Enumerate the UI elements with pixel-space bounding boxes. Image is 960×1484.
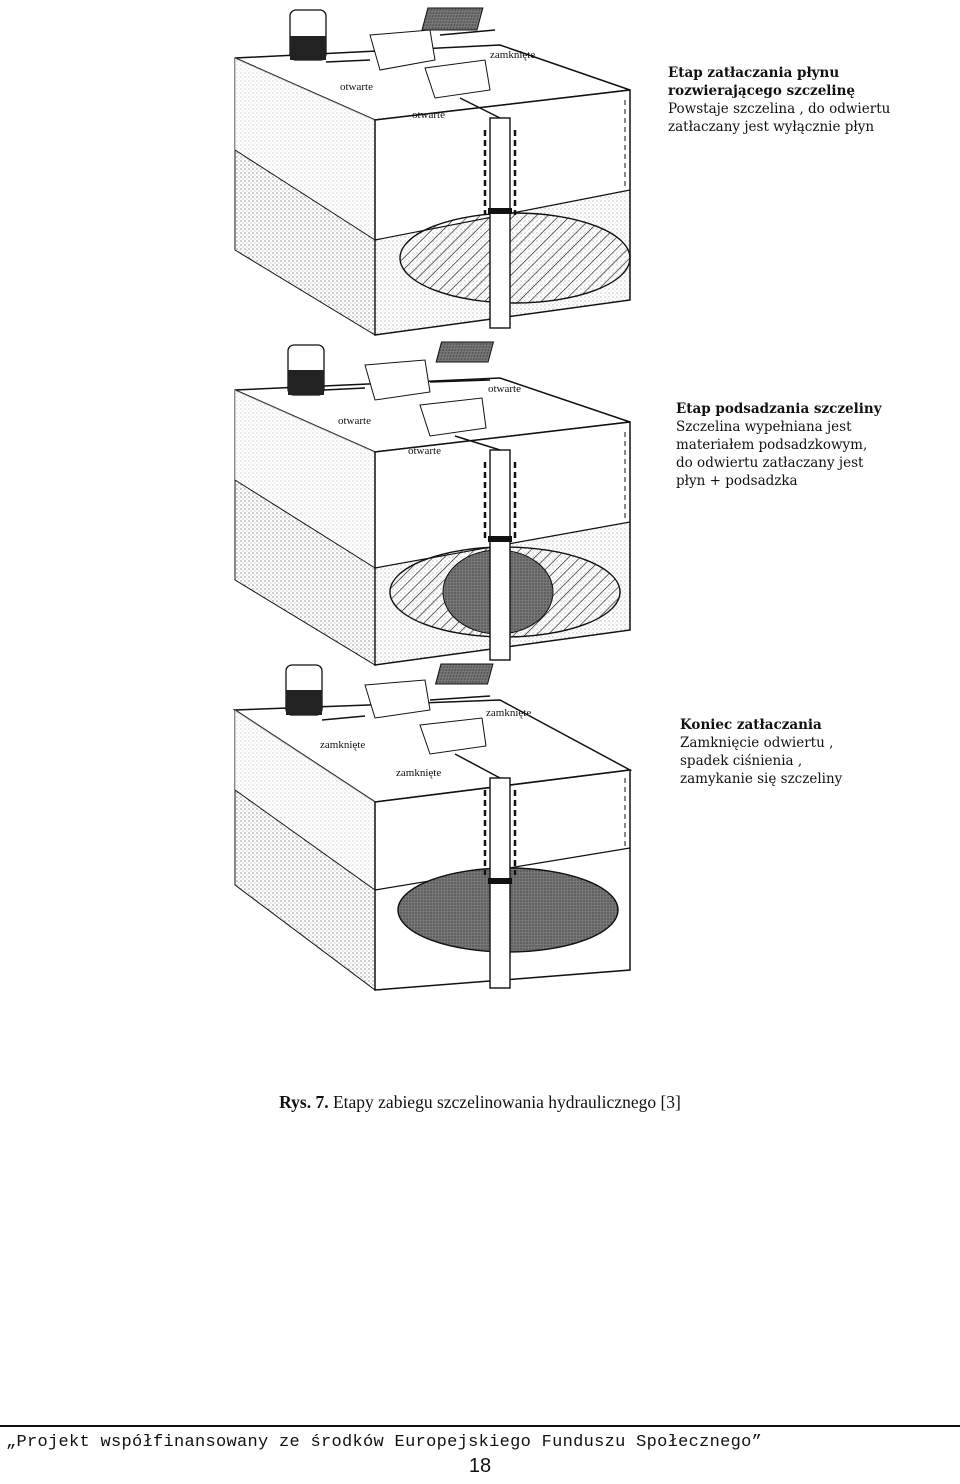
caption-prefix: Rys. 7. xyxy=(279,1092,329,1112)
valve-label-bottom: zamknięte xyxy=(396,767,441,779)
diagram-stage-3: zamknięte zamknięte zamknięte xyxy=(220,660,640,995)
footer-divider xyxy=(0,1425,960,1427)
figure-caption: Rys. 7. Etapy zabiegu szczelinowania hyd… xyxy=(0,1092,960,1113)
pump-truck xyxy=(419,717,487,755)
caption-text: Etapy zabiegu szczelinowania hydrauliczn… xyxy=(332,1092,681,1112)
stage-3-title: Koniec zatłaczania xyxy=(680,717,822,733)
valve-label-left: otwarte xyxy=(338,415,371,427)
valve-label-bottom: otwarte xyxy=(408,445,441,457)
stage-2-desc-line1: Szczelina wypełniana jest xyxy=(676,419,852,435)
stage-1-desc-line1: Powstaje szczelina , do odwiertu xyxy=(668,101,891,117)
wellbore xyxy=(489,117,511,329)
proppant-box xyxy=(435,341,495,363)
page-number: 18 xyxy=(468,1455,492,1477)
stage-3-desc-line3: zamykanie się szczeliny xyxy=(680,771,843,787)
stage-2-desc-line4: płyn + podsadzka xyxy=(676,473,798,489)
proppant-box xyxy=(421,7,484,31)
valve-label-left: zamknięte xyxy=(320,739,365,751)
valve-label-top: otwarte xyxy=(488,383,521,395)
stage-1-title-line1: Etap zatłaczania płynu xyxy=(668,65,840,81)
blender-truck xyxy=(369,29,436,71)
fracture-zone xyxy=(399,212,631,304)
pump-truck xyxy=(424,59,491,99)
blender-truck xyxy=(364,679,431,719)
valve-label-bottom: otwarte xyxy=(412,109,445,121)
proppant-box xyxy=(434,663,494,685)
stage-3-desc-line1: Zamknięcie odwiertu , xyxy=(680,735,834,751)
stage-3-desc-line2: spadek ciśnienia , xyxy=(680,753,803,769)
stage-2-desc-line3: do odwiertu zatłaczany jest xyxy=(676,455,864,471)
pump-truck xyxy=(419,397,487,437)
stage-2-desc-line2: materiałem podsadzkowym, xyxy=(676,437,868,453)
blender-truck xyxy=(364,359,431,401)
valve-label-top: zamknięte xyxy=(486,707,531,719)
stage-3-text: Koniec zatłaczania Zamknięcie odwiertu ,… xyxy=(680,716,842,788)
stage-1-title-line2: rozwierającego szczelinę xyxy=(668,83,855,99)
valve-label-left: otwarte xyxy=(340,81,373,93)
stage-1-desc-line2: zatłaczany jest wyłącznie płyn xyxy=(668,119,875,135)
diagram-stage-2: otwarte otwarte otwarte xyxy=(220,340,640,670)
wellbore xyxy=(489,449,511,661)
stage-2-text: Etap podsadzania szczeliny Szczelina wyp… xyxy=(676,400,882,490)
valve-label-top: zamknięte xyxy=(490,49,535,61)
diagram-stage-1: zamknięte otwarte otwarte xyxy=(220,0,640,340)
stage-1-text: Etap zatłaczania płynu rozwierającego sz… xyxy=(668,64,890,136)
stage-2-title: Etap podsadzania szczeliny xyxy=(676,401,882,417)
footer-funding-note: „Projekt współfinansowany ze środków Eur… xyxy=(6,1433,763,1452)
